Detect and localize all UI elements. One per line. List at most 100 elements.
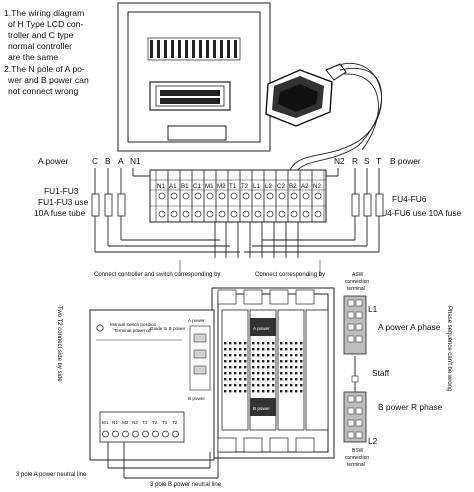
contact-dot bbox=[290, 360, 293, 363]
fuse-right-text: FU4-FU6 FU4-FU6 use 10A fuse bbox=[376, 194, 462, 218]
contact-dot bbox=[257, 378, 260, 381]
terminal-screw bbox=[290, 210, 298, 218]
contact-dot bbox=[272, 384, 275, 387]
contact-dot bbox=[267, 378, 270, 381]
contact-dot bbox=[257, 348, 260, 351]
contact-dot bbox=[229, 360, 232, 363]
two-t2-label: Two T2 connect side by side bbox=[56, 306, 62, 382]
a-side-wires bbox=[91, 168, 240, 253]
contact-dot bbox=[295, 390, 298, 393]
controller-terminal-screw bbox=[132, 430, 139, 438]
contact-dot bbox=[229, 384, 232, 387]
terminal-screw bbox=[254, 192, 262, 200]
contact-dot bbox=[252, 342, 255, 345]
terminal-label-l1: L1 bbox=[253, 183, 260, 190]
contact-dot bbox=[285, 360, 288, 363]
terminal-screw bbox=[194, 192, 202, 200]
terminal-label-m2: M2 bbox=[217, 183, 226, 190]
pole-modules: A power B power bbox=[221, 309, 329, 431]
neutral-a-label: 3 pole A power neutral line bbox=[16, 472, 87, 478]
contact-dot bbox=[252, 354, 255, 357]
contact-dot bbox=[300, 390, 303, 393]
contact-dot bbox=[234, 360, 237, 363]
contact-dot bbox=[262, 342, 265, 345]
l1-label: L1 bbox=[368, 304, 378, 314]
controller-terminal-screw bbox=[122, 430, 129, 438]
top-screws bbox=[217, 289, 315, 305]
contact-dot bbox=[229, 366, 232, 369]
fuse-left-text: FU1-FU3 FU1-FU3 use 10A fuse tube bbox=[34, 186, 89, 218]
contact-dot bbox=[280, 360, 283, 363]
contact-dot bbox=[272, 366, 275, 369]
terminal-label-a2: A2 bbox=[301, 183, 309, 190]
contact-dot bbox=[285, 342, 288, 345]
fuse-fu4 bbox=[351, 193, 360, 217]
contact-dot bbox=[295, 378, 298, 381]
note-line-7: wer and B power can bbox=[7, 75, 89, 85]
a-phase-a: A bbox=[118, 156, 124, 166]
terminal-screw bbox=[242, 192, 250, 200]
contact-dot bbox=[234, 384, 237, 387]
controller-terminal-screw bbox=[142, 430, 149, 438]
contact-dot bbox=[280, 378, 283, 381]
contact-dot bbox=[290, 378, 293, 381]
terminal-label-b1: B1 bbox=[181, 183, 189, 190]
contact-dot bbox=[300, 372, 303, 375]
staff-line bbox=[351, 356, 359, 392]
terminal-screw bbox=[278, 210, 286, 218]
contact-dot bbox=[300, 360, 303, 363]
controller-box: Manual switch position Terminal power of… bbox=[89, 309, 215, 461]
contact-dot bbox=[262, 390, 265, 393]
asw-line2: connection bbox=[345, 279, 369, 285]
contact-dot bbox=[272, 348, 275, 351]
contact-dot bbox=[280, 348, 283, 351]
fuse-left-line3: 10A fuse tube bbox=[34, 208, 86, 218]
contact-dot bbox=[229, 348, 232, 351]
contact-dot bbox=[285, 354, 288, 357]
note-line-6: 2.The N pole of A po- bbox=[4, 64, 85, 74]
terminal-label-t2: T2 bbox=[241, 183, 249, 190]
controller-terminal-t2: T2 bbox=[172, 420, 178, 425]
contact-dot bbox=[252, 390, 255, 393]
terminal-screw bbox=[266, 192, 274, 200]
b-side-wires bbox=[244, 168, 384, 253]
controller-b-power: B power bbox=[188, 396, 205, 401]
contact-dot bbox=[252, 366, 255, 369]
terminal-label-c2: C2 bbox=[277, 183, 285, 190]
terminal-label-a1: A1 bbox=[169, 183, 177, 190]
lcd-controller bbox=[117, 2, 271, 152]
asw-line1: ASW bbox=[352, 272, 364, 278]
contact-dot bbox=[272, 372, 275, 375]
fuse-fu5 bbox=[363, 193, 372, 217]
contact-dot bbox=[295, 372, 298, 375]
contact-dot bbox=[272, 342, 275, 345]
terminal-label-b2: B2 bbox=[289, 183, 297, 190]
contact-dot bbox=[290, 384, 293, 387]
fuse-fu2 bbox=[104, 193, 113, 217]
contact-dot bbox=[285, 378, 288, 381]
terminal-screw bbox=[314, 192, 322, 200]
contact-dot bbox=[224, 354, 227, 357]
fuse-fu6 bbox=[375, 193, 384, 217]
vent-slots bbox=[147, 37, 241, 61]
terminal-screw bbox=[158, 210, 166, 218]
terminal-screw bbox=[206, 192, 214, 200]
contact-dot bbox=[229, 378, 232, 381]
controller-a-power: A power bbox=[188, 318, 205, 323]
controller-terminal-m2: M2 bbox=[122, 420, 129, 425]
contact-dot bbox=[262, 354, 265, 357]
contact-dot bbox=[234, 378, 237, 381]
contact-dot bbox=[234, 342, 237, 345]
contact-dot bbox=[257, 384, 260, 387]
fuse-left-line2: FU1-FU3 use bbox=[38, 197, 89, 207]
block-down-wires bbox=[179, 222, 321, 276]
contact-dot bbox=[244, 366, 247, 369]
contact-dot bbox=[244, 354, 247, 357]
b-phase-r: R bbox=[352, 156, 358, 166]
terminal-label-c1: C1 bbox=[193, 183, 201, 190]
terminal-screw bbox=[302, 210, 310, 218]
bsw-label: BSW connection terminal bbox=[345, 448, 369, 468]
contact-dot bbox=[239, 384, 242, 387]
contact-dot bbox=[295, 360, 298, 363]
terminal-screw bbox=[158, 192, 166, 200]
